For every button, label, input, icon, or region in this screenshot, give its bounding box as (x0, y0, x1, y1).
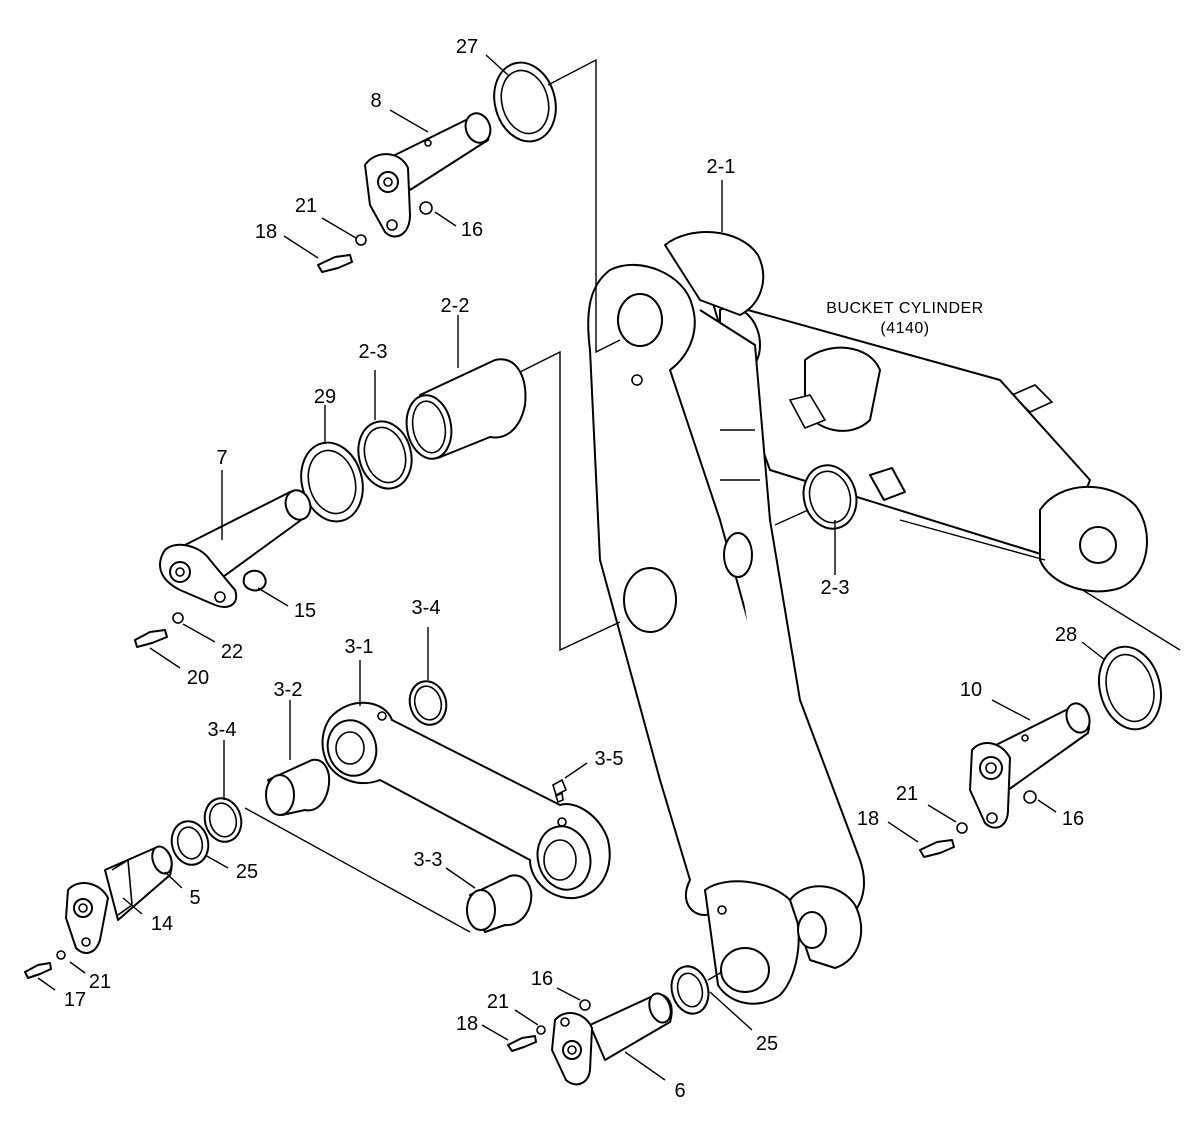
callout-21-right: 21 (896, 783, 918, 805)
callout-16-bottom: 16 (531, 968, 553, 990)
callout-29: 29 (314, 386, 336, 408)
callout-18-bottom: 18 (456, 1013, 478, 1035)
pin-7-assembly (134, 489, 312, 648)
shim-25-bottom (670, 965, 723, 1015)
callout-2-3-right: 2-3 (821, 577, 850, 599)
callout-3-2: 3-2 (274, 679, 303, 701)
bushing-3-2 (244, 758, 471, 933)
callout-18-right: 18 (857, 808, 879, 830)
callout-15: 15 (294, 600, 316, 622)
bushing-3-3 (466, 874, 533, 933)
callout-3-1: 3-1 (345, 636, 374, 658)
callout-3-4-top: 3-4 (412, 597, 441, 619)
ring-2-3-left (357, 420, 413, 490)
pin-6-assembly (507, 992, 673, 1086)
callout-21-lower-left: 21 (89, 971, 111, 993)
callout-3-5: 3-5 (595, 748, 624, 770)
shim-25-left (170, 820, 210, 866)
bucket-cylinder (711, 299, 1181, 651)
callout-6: 6 (674, 1080, 685, 1102)
callout-7: 7 (216, 447, 227, 469)
link-3-1 (321, 701, 611, 900)
seal-3-4-top (408, 680, 448, 726)
callout-20: 20 (187, 667, 209, 689)
callout-5: 5 (189, 887, 200, 909)
callout-21-bottom: 21 (487, 991, 509, 1013)
callout-25-left: 25 (236, 861, 258, 883)
callout-10: 10 (960, 679, 982, 701)
pin-8-assembly (317, 112, 492, 273)
callout-14: 14 (151, 913, 173, 935)
callout-3-4-left: 3-4 (208, 719, 237, 741)
callout-3-3: 3-3 (414, 849, 443, 871)
bucket-cylinder-label: BUCKET CYLINDER (826, 300, 983, 317)
bushing-2-2 (405, 350, 621, 652)
callout-18: 18 (255, 221, 277, 243)
callout-2-3: 2-3 (359, 341, 388, 363)
callout-17: 17 (64, 989, 86, 1011)
link-arm-2-1 (587, 231, 865, 1005)
bucket-cylinder-code: (4140) (880, 320, 929, 337)
callout-2-1: 2-1 (707, 156, 736, 178)
callout-21: 21 (295, 195, 317, 217)
pin-5-assembly (24, 845, 173, 979)
thrust-ring-2-3-right (774, 464, 858, 530)
callout-28: 28 (1055, 624, 1077, 646)
shim-27 (493, 58, 621, 354)
seal-3-4-left (203, 797, 243, 843)
callout-8: 8 (370, 90, 381, 112)
pin-10-assembly (919, 702, 1091, 858)
callout-16: 16 (461, 219, 483, 241)
callout-22: 22 (221, 641, 243, 663)
shim-29 (300, 441, 364, 523)
callout-2-2: 2-2 (441, 295, 470, 317)
shim-28 (1098, 645, 1162, 731)
callout-27: 27 (456, 36, 478, 58)
callout-25-bottom: 25 (756, 1033, 778, 1055)
leader-lines (37, 54, 1106, 1081)
callout-16-right: 16 (1062, 808, 1084, 830)
